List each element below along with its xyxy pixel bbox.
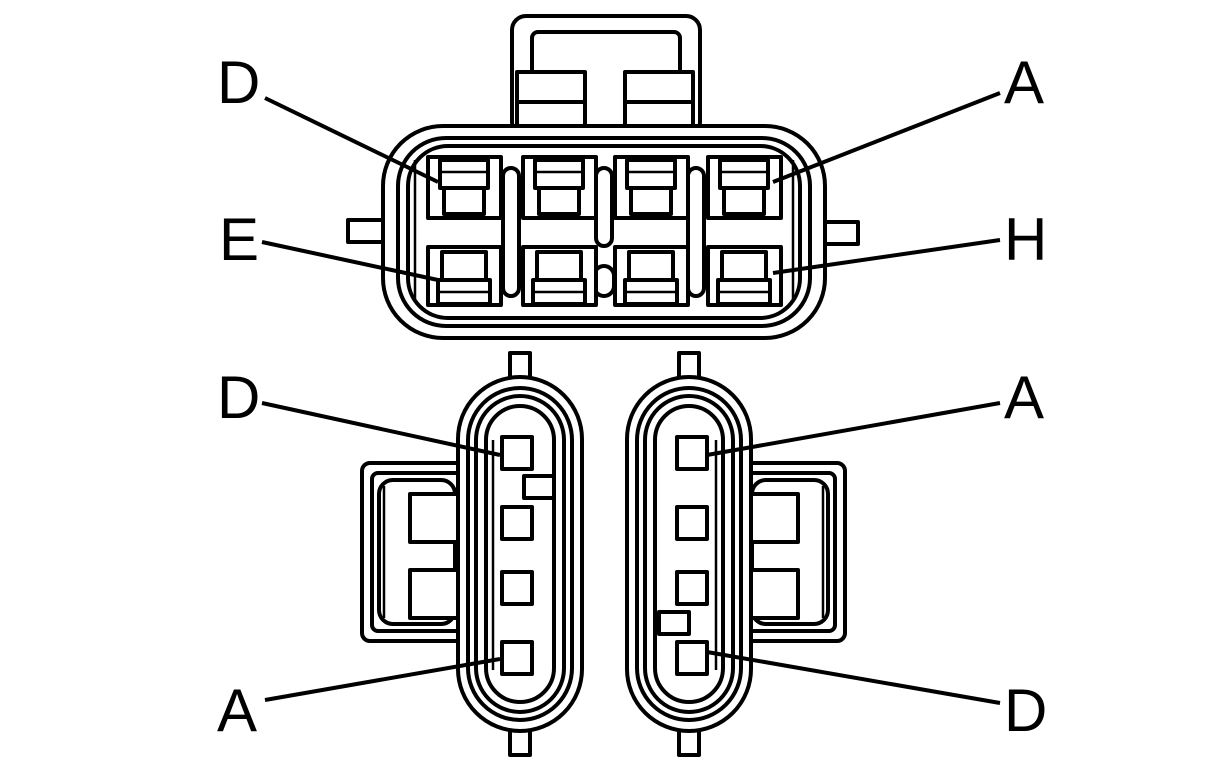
- leader-line: [772, 238, 1001, 275]
- top-connector: [346, 14, 860, 340]
- top-connector-latch: [510, 14, 702, 138]
- right-connector-cavity: [675, 505, 709, 541]
- right-connector-label-a: A: [1004, 364, 1044, 431]
- top-connector-cavity: [521, 155, 598, 220]
- right-connector-latch: [733, 461, 847, 643]
- top-connector-label-d: D: [217, 49, 260, 116]
- top-connector-rib: [501, 166, 521, 298]
- right-connector-label-d: D: [1004, 677, 1047, 744]
- right-connector-cavity: [675, 435, 709, 471]
- right-connector-housing: [625, 375, 753, 733]
- top-connector-cavity: [706, 245, 783, 307]
- top-connector-rib: [594, 166, 614, 248]
- right-connector-key: [657, 610, 691, 636]
- left-connector-cavity: [500, 640, 534, 676]
- top-connector-cavity: [706, 155, 783, 220]
- leader-line: [264, 96, 439, 184]
- left-connector: [360, 351, 584, 757]
- leader-line: [706, 401, 1001, 457]
- top-connector-label-a: A: [1004, 49, 1044, 116]
- left-connector-label-a: A: [217, 677, 257, 744]
- left-connector-key: [522, 474, 556, 500]
- left-connector-housing: [456, 375, 584, 733]
- top-connector-label-e: E: [219, 206, 259, 273]
- left-connector-cavity: [500, 570, 534, 606]
- top-connector-cavity: [613, 155, 690, 220]
- left-connector-cavity: [500, 435, 534, 471]
- leader-line: [261, 401, 501, 457]
- leader-line: [772, 91, 1001, 184]
- right-connector: [625, 351, 847, 757]
- left-connector-cavity: [500, 505, 534, 541]
- left-connector-latch: [360, 461, 474, 643]
- top-connector-cavity: [521, 245, 598, 307]
- leader-lines: [261, 91, 1001, 705]
- left-connector-label-d: D: [217, 364, 260, 431]
- top-connector-cavity: [613, 245, 690, 307]
- leader-line: [261, 240, 439, 282]
- right-connector-cavity: [675, 570, 709, 606]
- right-connector-cavity: [675, 640, 709, 676]
- leader-line: [264, 657, 501, 702]
- top-connector-cavity: [426, 245, 503, 307]
- top-connector-cavity: [426, 155, 503, 220]
- leader-line: [706, 650, 1001, 705]
- top-connector-rib: [686, 166, 706, 298]
- top-connector-label-h: H: [1004, 206, 1047, 273]
- pin-labels: D A E H D A A D: [217, 49, 1047, 744]
